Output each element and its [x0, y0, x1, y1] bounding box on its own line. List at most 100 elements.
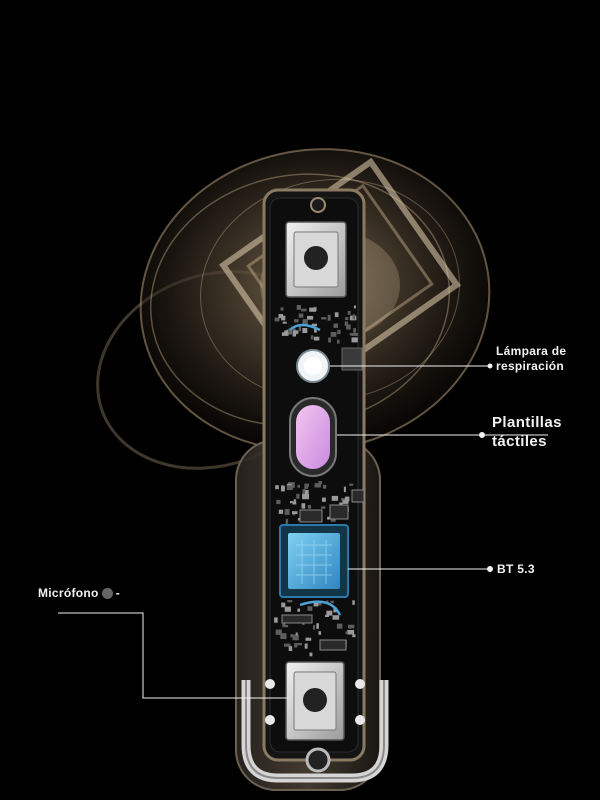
- pcb-part: [275, 629, 282, 635]
- mic-label-suffix: -: [115, 586, 120, 600]
- pcb-part: [311, 323, 318, 327]
- pcb-part: [309, 307, 317, 312]
- pcb-part: [302, 489, 306, 495]
- pcb-ic: [329, 504, 349, 520]
- pcb-part: [351, 337, 358, 343]
- pcb-part: [297, 484, 300, 488]
- pcb-part: [280, 307, 284, 311]
- pcb-part: [274, 617, 278, 623]
- pcb-part: [307, 606, 313, 611]
- pcb-part: [281, 332, 289, 336]
- touch-label-line2: táctiles: [492, 432, 547, 450]
- pcb-part: [307, 504, 312, 509]
- mic-label: Micrófono -: [38, 586, 120, 601]
- pcb-part: [322, 484, 327, 489]
- pcb-part: [328, 337, 332, 343]
- pcb-part: [278, 509, 284, 514]
- pcb-part: [322, 497, 326, 502]
- pcb-part: [353, 328, 356, 333]
- pcb-part: [341, 498, 346, 502]
- pcb-ic: [319, 639, 347, 651]
- pcb-part: [309, 652, 313, 657]
- pcb-part: [320, 506, 326, 509]
- pcb-ic: [299, 509, 323, 523]
- pcb-part: [316, 623, 319, 629]
- lamp-label-line1: Lámpara de: [496, 344, 567, 358]
- pcb-part: [347, 310, 351, 315]
- pcb-part: [290, 634, 293, 638]
- bluetooth-chip: [279, 524, 349, 598]
- pcb-part: [304, 485, 309, 489]
- pcb-part: [293, 330, 299, 334]
- pcb-part: [275, 485, 279, 490]
- touch-label-line1: Plantillas: [492, 414, 562, 431]
- pcb-part: [352, 314, 355, 320]
- pcb-part: [302, 328, 308, 333]
- pcb-part: [281, 485, 284, 491]
- pcb-part: [292, 511, 298, 514]
- pcb-part: [318, 481, 322, 485]
- pcb-part: [295, 632, 298, 636]
- pcb-part: [296, 305, 301, 310]
- pcb-ic: [351, 489, 365, 503]
- speaker-module: [285, 221, 347, 298]
- pcb-part: [327, 314, 331, 321]
- pcb-part: [349, 483, 354, 486]
- pcb-part: [285, 518, 289, 525]
- pcb-part: [284, 330, 291, 333]
- pcb-part: [317, 602, 322, 606]
- pcb-part: [274, 317, 280, 322]
- pcb-part: [352, 634, 356, 638]
- pcb-part: [326, 610, 333, 616]
- pcb-part: [310, 335, 314, 340]
- pcb-part: [337, 329, 341, 335]
- pcb-part: [286, 485, 293, 490]
- pcb-part: [287, 600, 293, 603]
- pcb-part: [280, 633, 287, 639]
- pcb-part: [344, 496, 350, 502]
- pcb-part: [301, 308, 307, 312]
- pcb-part: [307, 315, 314, 320]
- pcb-part: [292, 501, 297, 505]
- pcb-part: [296, 493, 300, 499]
- lamp-label-line2: respiración: [496, 359, 564, 373]
- pcb-part: [326, 600, 329, 604]
- pcb-part: [296, 643, 303, 646]
- pcb-part: [284, 606, 291, 612]
- pcb-part: [278, 314, 283, 319]
- pcb-part: [294, 319, 299, 323]
- pcb-part: [342, 500, 349, 504]
- microphone-module: [241, 661, 389, 783]
- pcb-part: [313, 625, 315, 630]
- pcb-part: [325, 614, 329, 617]
- pcb-part: [343, 486, 346, 493]
- pcb-part: [294, 643, 298, 648]
- pcb-part: [284, 643, 291, 647]
- pcb-part: [353, 305, 356, 309]
- pcb-part: [314, 327, 317, 333]
- pcb-part: [304, 483, 309, 487]
- pcb-part: [298, 326, 302, 331]
- pcb-part: [302, 493, 309, 500]
- touch-pad: [289, 397, 337, 477]
- pcb-part: [337, 339, 340, 344]
- pcb-part: [344, 321, 348, 326]
- pcb-part: [292, 634, 299, 641]
- pcb-part: [305, 637, 312, 641]
- pcb-part: [298, 313, 304, 318]
- pcb-part: [330, 600, 334, 604]
- pcb-part: [331, 495, 339, 501]
- touch-label: Plantillas táctiles: [492, 414, 562, 452]
- pcb-trace: [289, 323, 342, 616]
- pcb-part: [304, 643, 308, 649]
- pcb-part: [345, 317, 349, 321]
- pcb-part: [301, 503, 306, 509]
- pcb-part: [297, 608, 301, 612]
- pcb-part: [330, 518, 336, 522]
- lamp-label: Lámpara de respiración: [496, 344, 566, 374]
- pcb-part: [293, 499, 297, 502]
- bt-label: BT 5.3: [497, 562, 535, 576]
- mic-dot-icon: [101, 588, 113, 599]
- mic-callout-line: [58, 612, 288, 699]
